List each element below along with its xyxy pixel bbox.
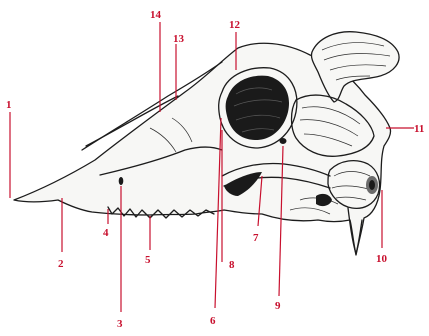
label-1: 1 <box>6 99 12 111</box>
label-14: 14 <box>150 9 162 21</box>
label-3: 3 <box>117 318 123 330</box>
auditory-opening <box>369 180 375 190</box>
label-5: 5 <box>145 254 151 266</box>
label-13: 13 <box>173 33 185 45</box>
label-10: 10 <box>376 253 388 265</box>
label-6: 6 <box>210 315 216 327</box>
label-7: 7 <box>253 232 259 244</box>
infraorbital-foramen <box>119 177 124 185</box>
label-12: 12 <box>229 19 241 31</box>
label-9: 9 <box>275 300 281 312</box>
label-8: 8 <box>229 259 235 271</box>
skull-drawing <box>14 32 399 255</box>
label-11: 11 <box>414 123 424 135</box>
label-2: 2 <box>58 258 64 270</box>
lacrimal-foramen <box>280 138 287 144</box>
label-4: 4 <box>103 227 109 239</box>
